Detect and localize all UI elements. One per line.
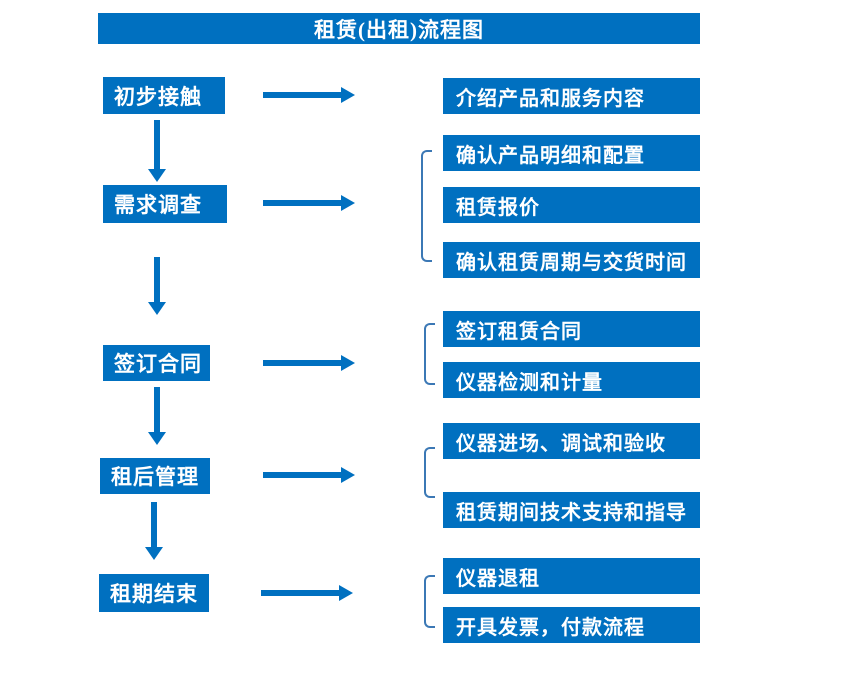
arrow-down-1-icon — [148, 120, 166, 182]
arrow-right-5-icon — [261, 585, 353, 601]
detail-box-instrument-setup: 仪器进场、调试和验收 — [443, 423, 700, 459]
detail-box-confirm-period: 确认租赁周期与交货时间 — [443, 242, 700, 278]
stage-box-demand-survey: 需求调查 — [103, 185, 227, 223]
bracket-group-post-rental — [424, 447, 435, 498]
arrow-down-2-icon — [148, 257, 166, 315]
detail-box-invoice-payment: 开具发票，付款流程 — [443, 607, 700, 643]
detail-box-instrument-return: 仪器退租 — [443, 558, 700, 594]
arrow-right-4-icon — [263, 467, 355, 483]
flowchart-title: 租赁(出租)流程图 — [98, 13, 700, 44]
detail-box-rental-quote: 租赁报价 — [443, 187, 700, 223]
bracket-group-rental-end — [424, 575, 435, 628]
bracket-group-sign-contract — [424, 323, 435, 385]
stage-box-initial-contact: 初步接触 — [103, 77, 225, 114]
arrow-right-2-icon — [263, 195, 355, 211]
stage-box-sign-contract: 签订合同 — [103, 345, 210, 381]
detail-box-sign-rental-contract: 签订租赁合同 — [443, 311, 700, 347]
detail-box-instrument-testing: 仪器检测和计量 — [443, 362, 700, 398]
detail-box-confirm-config: 确认产品明细和配置 — [443, 135, 700, 171]
arrow-right-3-icon — [263, 355, 355, 371]
detail-box-tech-support: 租赁期间技术支持和指导 — [443, 492, 700, 528]
arrow-down-4-icon — [145, 502, 163, 560]
detail-box-introduce-products: 介绍产品和服务内容 — [443, 78, 700, 114]
arrow-down-3-icon — [148, 387, 166, 445]
bracket-group-demand-survey — [421, 150, 432, 262]
stage-box-rental-end: 租期结束 — [99, 574, 209, 612]
arrow-right-1-icon — [263, 87, 355, 103]
stage-box-post-rental-mgmt: 租后管理 — [100, 458, 210, 494]
